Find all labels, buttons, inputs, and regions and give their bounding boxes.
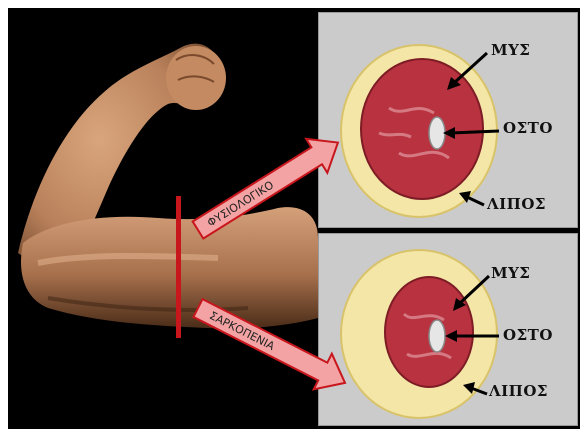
normal-cross-section-panel: ΜΥΣ ΟΣΤΟ ΛΙΠΟΣ [318,12,578,228]
muscle-label: ΜΥΣ [491,264,530,282]
bone [429,117,445,149]
muscle-label: ΜΥΣ [491,41,530,59]
figure-frame: ΜΥΣ ΟΣΤΟ ΛΙΠΟΣ ΜΥΣ ΟΣΤΟ ΛΙΠΟΣ ΦΥΣΙΟΛΟΓΙΚ… [8,8,580,429]
sarcopenia-cross-section-panel: ΜΥΣ ΟΣΤΟ ΛΙΠΟΣ [318,233,578,426]
bone-label: ΟΣΤΟ [503,326,553,344]
fat-label: ΛΙΠΟΣ [489,382,548,400]
cross-section-marker [176,196,181,338]
muscle-layer [361,59,483,199]
fat-label: ΛΙΠΟΣ [487,195,546,213]
bone-label: ΟΣΤΟ [503,119,553,137]
bone [429,320,445,352]
